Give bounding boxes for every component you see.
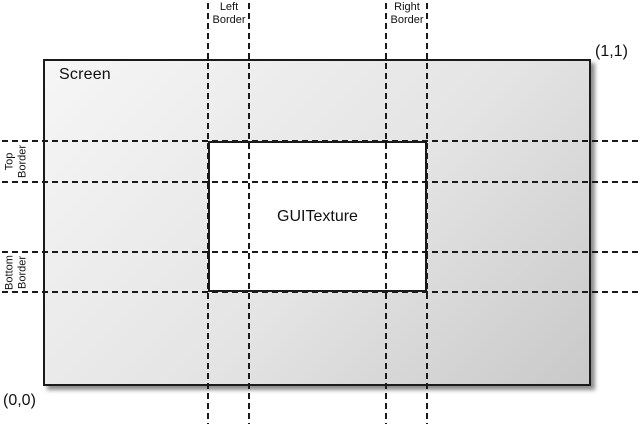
top-border-label: Top Border xyxy=(4,140,31,184)
top-border-outer-line xyxy=(2,140,638,142)
left-border-label: Left Border xyxy=(203,1,255,27)
coordinate-label-top-right: (1,1) xyxy=(595,43,628,60)
left-border-label-line1: Left xyxy=(219,1,239,13)
bottom-border-label-line2: Border xyxy=(16,255,29,290)
top-border-label-line2: Border xyxy=(16,144,29,179)
bottom-border-inner-line xyxy=(2,251,638,253)
right-border-label-line2: Border xyxy=(390,14,424,26)
right-border-label: Right Border xyxy=(381,1,433,27)
left-border-inner-line xyxy=(248,3,250,424)
right-border-label-line1: Right xyxy=(394,1,420,13)
left-border-outer-line xyxy=(207,3,209,424)
guitexture-rect: GUITexture xyxy=(208,141,427,292)
top-border-inner-line xyxy=(2,181,638,183)
top-border-label-line1: Top xyxy=(3,152,16,171)
guitexture-label: GUITexture xyxy=(277,207,358,225)
bottom-border-label-line1: Bottom xyxy=(3,255,16,290)
screen-label: Screen xyxy=(59,66,111,83)
left-border-label-line2: Border xyxy=(212,14,246,26)
coordinate-label-bottom-left: (0,0) xyxy=(3,392,36,409)
right-border-outer-line xyxy=(426,3,428,424)
right-border-inner-line xyxy=(385,3,387,424)
bottom-border-label: Bottom Border xyxy=(4,251,31,295)
bottom-border-outer-line xyxy=(2,291,638,293)
